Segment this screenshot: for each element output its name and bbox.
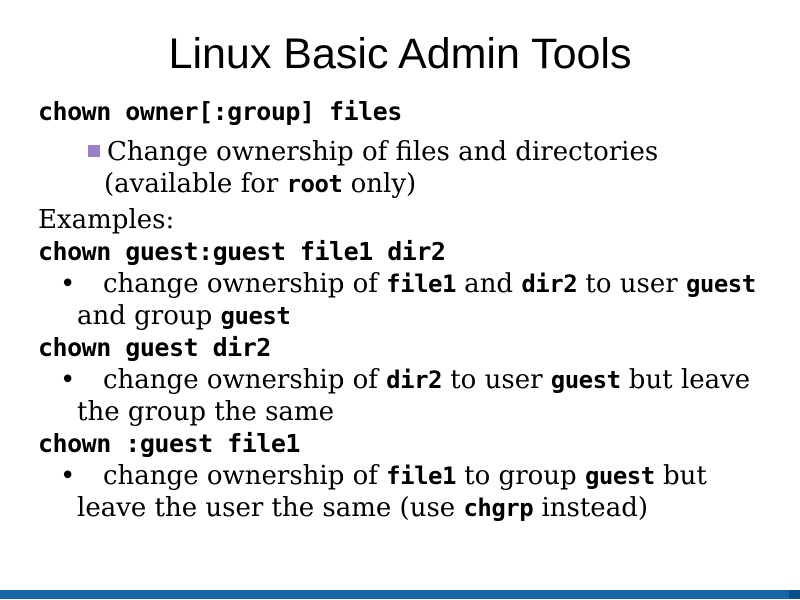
- footer-bar: [0, 590, 800, 599]
- dot-bullet-item: •change ownership of dir2 to user guest …: [38, 364, 790, 428]
- inline-text: to user: [441, 365, 551, 395]
- bullet-text-line: Change ownership of files and directorie…: [104, 136, 790, 168]
- inline-command-text: dir2: [386, 366, 442, 394]
- command-line: chown owner[:group] files: [38, 97, 402, 126]
- bullet-text-line: (available for root only): [104, 168, 790, 200]
- inline-text: but leave: [620, 365, 751, 395]
- inline-command-text: root: [286, 170, 343, 198]
- bullet-text-line: change ownership of file1 and dir2 to us…: [77, 268, 790, 300]
- inline-command-text: file1: [386, 462, 456, 490]
- inline-text: only): [342, 169, 417, 199]
- bullet-text-line: the group the same: [77, 396, 790, 428]
- command-line: chown :guest file1: [38, 429, 300, 458]
- square-bullet-icon: [88, 145, 100, 157]
- inline-text: and group: [77, 301, 221, 331]
- command-line: chown guest dir2: [38, 333, 271, 362]
- dot-bullet-icon: •: [60, 461, 76, 491]
- inline-text: Change ownership of files and directorie…: [107, 137, 659, 167]
- bullet-text-line: and group guest: [77, 300, 790, 332]
- inline-text: leave the user the same (use: [77, 493, 464, 523]
- slide-title: Linux Basic Admin Tools: [168, 30, 632, 78]
- inline-command-text: file1: [386, 270, 456, 298]
- inline-text: the group the same: [77, 397, 334, 427]
- inline-command-text: dir2: [521, 270, 578, 298]
- bullet-text-line: change ownership of file1 to group guest…: [77, 460, 790, 492]
- inline-command-text: guest: [584, 462, 655, 490]
- text-line: Examples:: [38, 205, 175, 235]
- inline-command-text: guest: [550, 366, 621, 394]
- inline-command-text: chgrp: [463, 494, 534, 522]
- inline-text: instead): [533, 493, 648, 523]
- inline-text: (available for: [104, 169, 287, 199]
- footer-bar-end-segment: [789, 590, 800, 599]
- command-line: chown guest:guest file1 dir2: [38, 237, 446, 266]
- bullet-text-line: change ownership of dir2 to user guest b…: [77, 364, 790, 396]
- inline-command-text: guest: [220, 302, 291, 330]
- dot-bullet-icon: •: [60, 365, 76, 395]
- inline-text: change ownership of: [103, 365, 387, 395]
- inline-text: to user: [577, 269, 686, 299]
- inline-text: but: [654, 461, 707, 491]
- dot-bullet-item: •change ownership of file1 and dir2 to u…: [38, 268, 790, 332]
- inline-text: and: [455, 269, 522, 299]
- inline-text: to group: [455, 461, 585, 491]
- inline-text: change ownership of: [103, 269, 387, 299]
- dot-bullet-icon: •: [60, 269, 76, 299]
- bullet-text-line: leave the user the same (use chgrp inste…: [77, 492, 790, 524]
- dot-bullet-item: •change ownership of file1 to group gues…: [38, 460, 790, 524]
- inline-command-text: guest: [685, 270, 756, 298]
- inline-text: change ownership of: [103, 461, 387, 491]
- square-bullet-item: Change ownership of files and directorie…: [38, 136, 790, 200]
